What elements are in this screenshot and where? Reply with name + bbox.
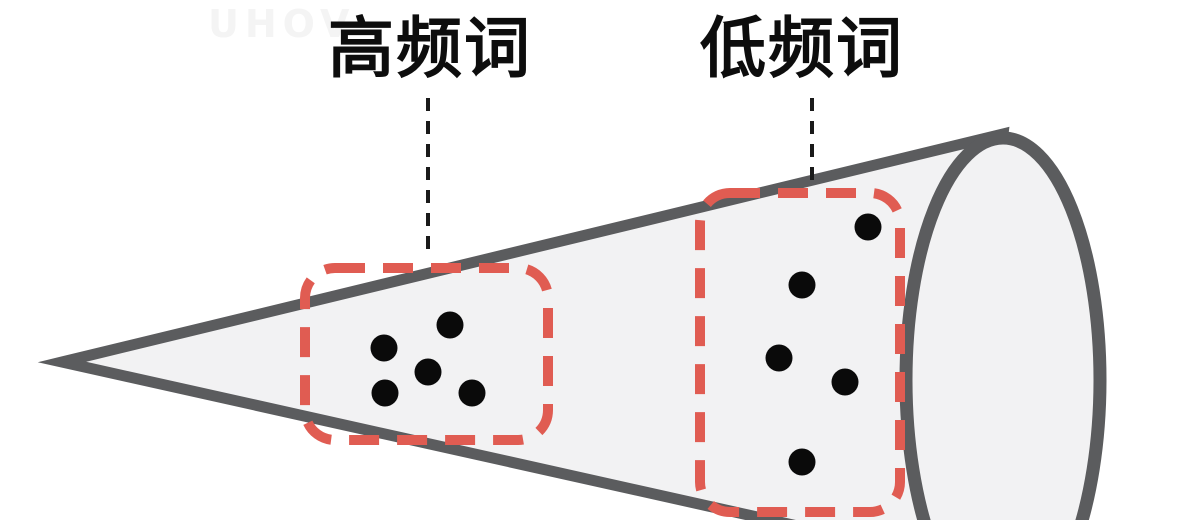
- label-high-frequency-words: 高频词: [328, 10, 532, 87]
- word-dot: [371, 379, 399, 407]
- watermark-text: UHOV: [208, 2, 356, 46]
- highlight-box-low-frequency-words: [695, 188, 905, 517]
- cone-base-ellipse: [899, 131, 1107, 520]
- highlight-box-high-frequency-words: [300, 263, 553, 445]
- cone-body: [37, 126, 1010, 520]
- word-dot: [414, 358, 442, 386]
- word-dot: [765, 344, 793, 372]
- word-dot: [370, 334, 398, 362]
- word-dot: [436, 311, 464, 339]
- label-low-frequency-words: 低频词: [700, 10, 904, 87]
- word-dot: [788, 448, 816, 476]
- word-dot: [831, 368, 859, 396]
- word-dot: [854, 213, 882, 241]
- word-dot: [458, 379, 486, 407]
- word-dot: [788, 271, 816, 299]
